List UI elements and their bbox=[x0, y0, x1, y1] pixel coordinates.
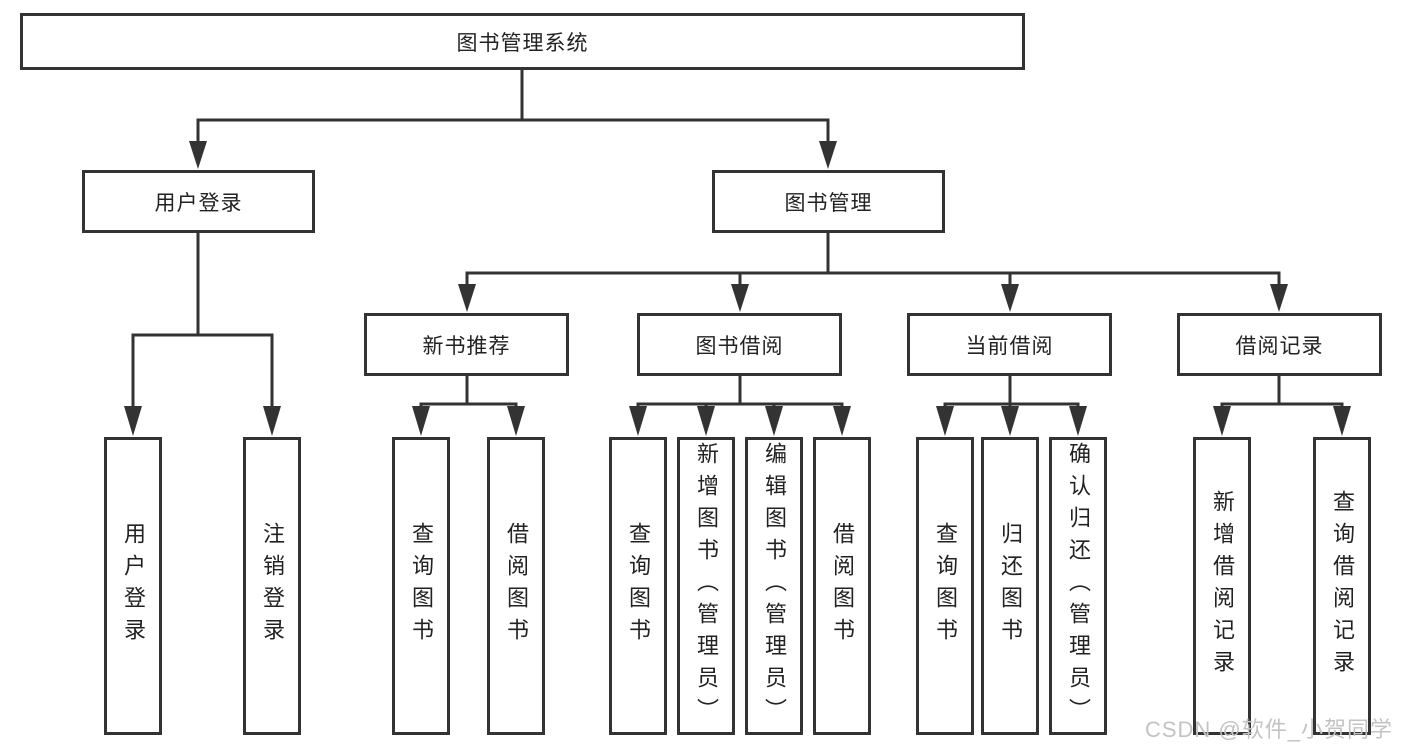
leaf-recommend-query-book-label: 查询图书 bbox=[409, 522, 434, 650]
leaf-current-confirm-return-admin-label: 确认归还（管理员） bbox=[1066, 442, 1091, 730]
leaf-borrow-query-book-label: 查询图书 bbox=[626, 522, 651, 650]
leaf-borrow-add-book-admin: 新增图书（管理员） bbox=[677, 437, 735, 735]
node-book-management: 图书管理 bbox=[712, 170, 945, 233]
leaf-record-query-borrow-record: 查询借阅记录 bbox=[1313, 437, 1371, 735]
root-node-label: 图书管理系统 bbox=[456, 31, 589, 55]
leaf-current-query-book: 查询图书 bbox=[916, 437, 974, 735]
leaf-user-login-label: 用户登录 bbox=[121, 522, 146, 650]
leaf-borrow-edit-book-admin-label: 编辑图书（管理员） bbox=[762, 442, 787, 730]
leaf-record-add-borrow-record-label: 新增借阅记录 bbox=[1210, 490, 1235, 682]
leaf-record-add-borrow-record: 新增借阅记录 bbox=[1193, 437, 1251, 735]
leaf-record-query-borrow-record-label: 查询借阅记录 bbox=[1330, 490, 1355, 682]
node-book-management-label: 图书管理 bbox=[784, 191, 873, 215]
leaf-current-query-book-label: 查询图书 bbox=[933, 522, 958, 650]
root-node-library-system: 图书管理系统 bbox=[20, 13, 1025, 70]
leaf-recommend-borrow-book-label: 借阅图书 bbox=[504, 522, 529, 650]
node-new-book-recommend: 新书推荐 bbox=[364, 313, 569, 376]
node-current-borrow-label: 当前借阅 bbox=[965, 334, 1054, 358]
leaf-borrow-add-book-admin-label: 新增图书（管理员） bbox=[694, 442, 719, 730]
leaf-current-return-book-label: 归还图书 bbox=[998, 522, 1023, 650]
leaf-current-return-book: 归还图书 bbox=[981, 437, 1039, 735]
node-book-borrow-label: 图书借阅 bbox=[695, 334, 784, 358]
leaf-borrow-borrow-book-label: 借阅图书 bbox=[830, 522, 855, 650]
node-new-book-recommend-label: 新书推荐 bbox=[422, 334, 511, 358]
node-borrow-record-label: 借阅记录 bbox=[1235, 334, 1324, 358]
leaf-logout-label: 注销登录 bbox=[260, 522, 285, 650]
leaf-borrow-query-book: 查询图书 bbox=[609, 437, 667, 735]
node-current-borrow: 当前借阅 bbox=[907, 313, 1112, 376]
leaf-logout: 注销登录 bbox=[243, 437, 301, 735]
node-user-login-label: 用户登录 bbox=[154, 191, 243, 215]
leaf-borrow-edit-book-admin: 编辑图书（管理员） bbox=[745, 437, 803, 735]
leaf-recommend-query-book: 查询图书 bbox=[392, 437, 450, 735]
node-book-borrow: 图书借阅 bbox=[637, 313, 842, 376]
leaf-recommend-borrow-book: 借阅图书 bbox=[487, 437, 545, 735]
csdn-watermark: CSDN @软件_小贺同学 bbox=[1144, 717, 1393, 742]
leaf-user-login: 用户登录 bbox=[104, 437, 162, 735]
leaf-current-confirm-return-admin: 确认归还（管理员） bbox=[1049, 437, 1107, 735]
node-borrow-record: 借阅记录 bbox=[1177, 313, 1382, 376]
leaf-borrow-borrow-book: 借阅图书 bbox=[813, 437, 871, 735]
node-user-login: 用户登录 bbox=[82, 170, 315, 233]
